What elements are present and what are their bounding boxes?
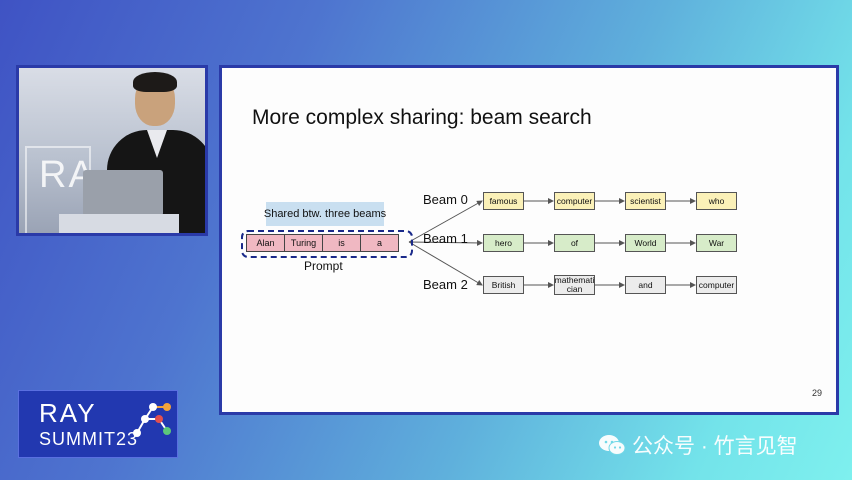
logo-line1: RAY	[39, 398, 97, 428]
speaker-video: RA	[16, 65, 208, 236]
arrow-prompt-beam1	[408, 239, 483, 246]
wechat-icon	[599, 435, 626, 455]
beam-2-token: and	[625, 276, 666, 294]
watermark-text: 公众号 · 竹言见智	[632, 435, 798, 458]
beam-0-token: who	[696, 192, 737, 210]
logo-line2: SUMMIT23	[39, 429, 138, 450]
beam-0-token: computer	[554, 192, 595, 210]
laptop	[83, 170, 163, 216]
beam-2-token: British	[483, 276, 524, 294]
prompt-token: Alan	[246, 234, 285, 252]
beam-1-token: of	[554, 234, 595, 252]
beam-1-token: War	[696, 234, 737, 252]
arrow-prompt-beam2	[408, 241, 483, 286]
page-number: 29	[811, 388, 822, 398]
slide-title: More complex sharing: beam search	[252, 106, 592, 129]
arrow-prompt-beam0	[408, 200, 483, 243]
logo-year: 23	[116, 429, 139, 449]
beam-1-token: hero	[483, 234, 524, 252]
prompt-token: a	[360, 234, 399, 252]
beam-1-label: Beam 1	[423, 231, 468, 246]
prompt-token: is	[322, 234, 361, 252]
ray-graph-icon	[133, 403, 171, 437]
beam-0-token: famous	[483, 192, 524, 210]
prompt-label: Prompt	[304, 259, 343, 273]
prompt-tokens: Alan Turing is a	[246, 234, 399, 252]
podium	[59, 214, 179, 233]
slide: More complex sharing: beam search Shared…	[219, 65, 839, 415]
beam-1-token: World	[625, 234, 666, 252]
watermark: 公众号 · 竹言见智	[598, 430, 798, 460]
beam-arrows	[408, 198, 696, 288]
shared-label: Shared btw. three beams	[264, 202, 386, 226]
beam-0-token: scientist	[625, 192, 666, 210]
prompt-outline	[241, 230, 413, 258]
speaker-hair	[133, 72, 177, 92]
ray-summit-logo: RAY SUMMIT23	[18, 390, 178, 458]
beam-2-label: Beam 2	[423, 277, 468, 292]
beam-2-token: mathemati cian	[554, 275, 595, 295]
beam-0-label: Beam 0	[423, 192, 468, 207]
logo-summit: SUMMIT	[39, 429, 116, 449]
prompt-token: Turing	[284, 234, 323, 252]
beam-2-token: computer	[696, 276, 737, 294]
